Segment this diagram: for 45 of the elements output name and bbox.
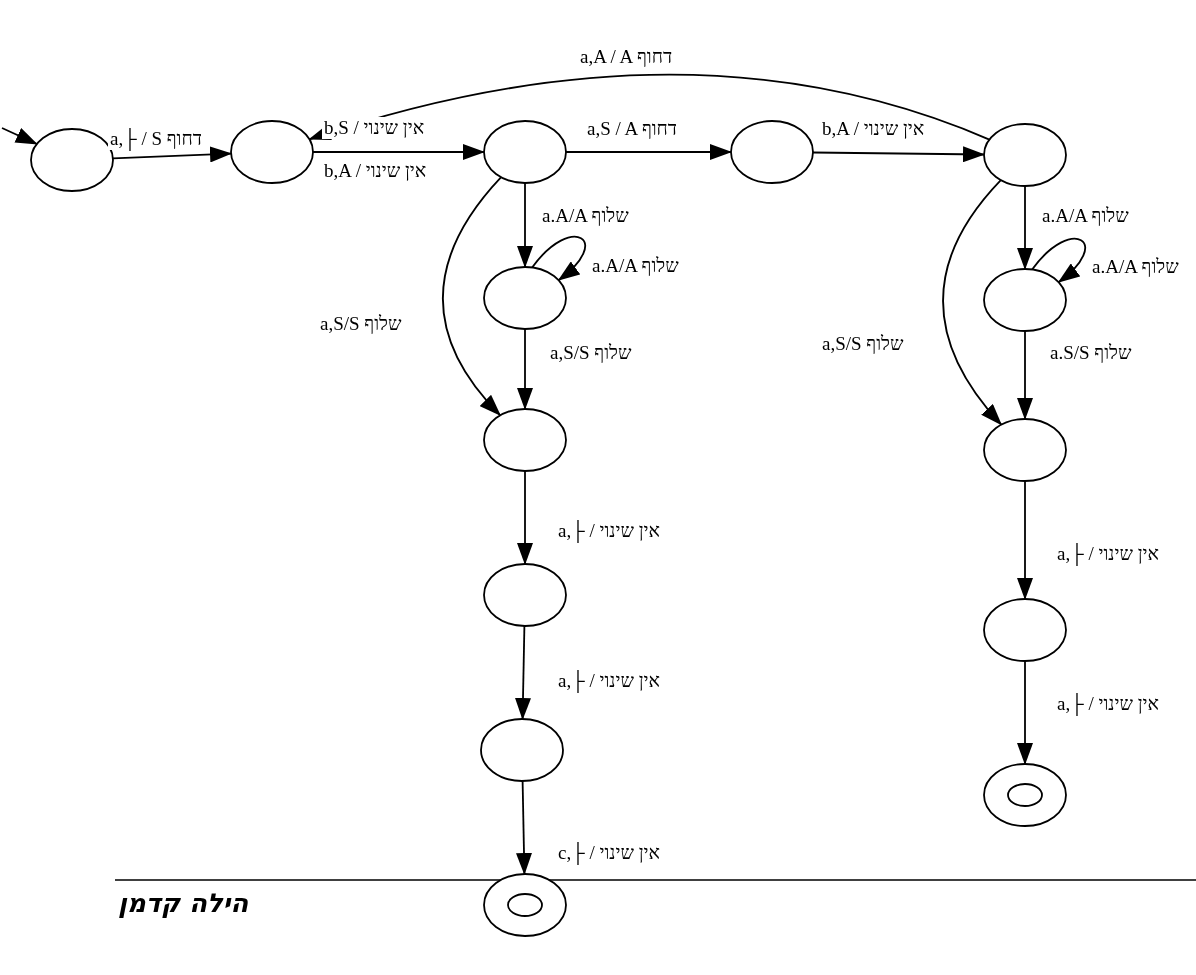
curved-arrow (942, 179, 1003, 426)
transition-label: c,├ / אין שינוי (556, 842, 662, 864)
transition-label: a.A/A שלוף (540, 205, 631, 227)
state-ellipse (983, 123, 1067, 187)
transition-label: b,S / אין שינוי (322, 117, 427, 139)
transition-label: a,├ / אין שינוי (1055, 693, 1161, 715)
start-arrow (1, 127, 38, 145)
final-state-ellipse (983, 763, 1067, 827)
state-ellipse (483, 563, 567, 627)
state-ellipse (730, 120, 814, 184)
arrow (1017, 480, 1033, 600)
transition-label: a.A/A שלוף (1090, 256, 1181, 278)
state-ellipse (483, 408, 567, 472)
arrow (517, 182, 533, 268)
transition-label: a,S/S שלוף (318, 313, 404, 335)
arrow (1017, 660, 1033, 765)
state-ellipse (983, 418, 1067, 482)
arrow (1017, 185, 1033, 270)
transition-label: a,S/S שלוף (820, 333, 906, 355)
self-loop-arrow (531, 235, 586, 282)
transition-label: a.A/A שלוף (1040, 205, 1131, 227)
state-ellipse (483, 120, 567, 184)
curved-arrow (308, 73, 991, 141)
transition-label: a,S/S שלוף (548, 342, 634, 364)
arrow (516, 780, 532, 875)
final-state-ellipse (483, 873, 567, 937)
state-ellipse (483, 266, 567, 330)
author-name: הילה קדמן (118, 888, 249, 918)
transition-label: a,├ / S דחוף (108, 128, 204, 150)
transition-label: a,├ / אין שינוי (1055, 543, 1161, 565)
arrow (1017, 330, 1033, 420)
transition-label: a,├ / אין שינוי (556, 520, 662, 542)
state-ellipse (480, 718, 564, 782)
curved-arrow (441, 176, 503, 417)
transition-label: a,├ / אין שינוי (556, 670, 662, 692)
state-ellipse (983, 598, 1067, 662)
transition-label: a.S/S שלוף (1048, 342, 1134, 364)
arrow (515, 625, 531, 720)
arrow (517, 328, 533, 410)
state-ellipse (983, 268, 1067, 332)
arrow (812, 146, 985, 163)
state-ellipse (230, 120, 314, 184)
arrow (517, 470, 533, 565)
transition-label: a.A/A שלוף (590, 255, 681, 277)
self-loop-arrow (1031, 237, 1086, 284)
